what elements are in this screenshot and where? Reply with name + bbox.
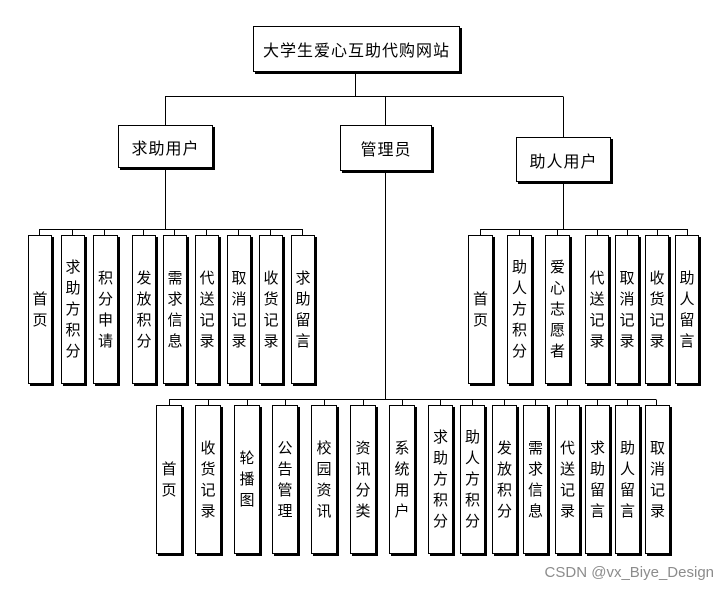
admin-role-node: 管理员 bbox=[340, 125, 432, 171]
helper-item-home: 首页 bbox=[468, 235, 493, 384]
admin-item-helper-messages: 助人留言 bbox=[615, 405, 640, 554]
seeker-item-issue-points: 发放积分 bbox=[132, 235, 156, 384]
helper-item-volunteer: 爱心志愿者 bbox=[545, 235, 570, 384]
admin-item-helper-points: 助人方积分 bbox=[460, 405, 485, 554]
root-node: 大学生爱心互助代购网站 bbox=[253, 26, 460, 72]
seeker-role-node: 求助用户 bbox=[118, 125, 213, 168]
helper-item-delivery-records: 代送记录 bbox=[585, 235, 609, 384]
admin-item-system-users: 系统用户 bbox=[389, 405, 415, 554]
watermark-text: CSDN @vx_Biye_Design bbox=[544, 564, 714, 581]
admin-item-cancel-records: 取消记录 bbox=[645, 405, 670, 554]
admin-item-campus-news: 校园资讯 bbox=[311, 405, 337, 554]
admin-item-news-categories: 资讯分类 bbox=[350, 405, 376, 554]
admin-item-receipt-records: 收货记录 bbox=[195, 405, 221, 554]
admin-item-delivery-records: 代送记录 bbox=[555, 405, 580, 554]
helper-item-helper-messages: 助人留言 bbox=[675, 235, 699, 384]
admin-item-seeker-points: 求助方积分 bbox=[428, 405, 453, 554]
helper-item-helper-points: 助人方积分 bbox=[507, 235, 532, 384]
seeker-item-home: 首页 bbox=[28, 235, 52, 384]
admin-item-announcements: 公告管理 bbox=[272, 405, 298, 554]
helper-item-cancel-records: 取消记录 bbox=[615, 235, 639, 384]
admin-item-issue-points: 发放积分 bbox=[492, 405, 517, 554]
helper-role-node: 助人用户 bbox=[516, 137, 611, 182]
seeker-item-seeker-messages: 求助留言 bbox=[291, 235, 315, 384]
seeker-item-demand-info: 需求信息 bbox=[163, 235, 187, 384]
admin-item-seeker-messages: 求助留言 bbox=[585, 405, 610, 554]
seeker-item-receipt-records: 收货记录 bbox=[259, 235, 283, 384]
helper-item-receipt-records: 收货记录 bbox=[645, 235, 669, 384]
seeker-item-delivery-records: 代送记录 bbox=[195, 235, 219, 384]
seeker-item-seeker-points: 求助方积分 bbox=[61, 235, 85, 384]
seeker-item-cancel-records: 取消记录 bbox=[227, 235, 251, 384]
seeker-item-points-application: 积分申请 bbox=[93, 235, 118, 384]
admin-item-home: 首页 bbox=[156, 405, 182, 554]
admin-item-carousel: 轮播图 bbox=[234, 405, 260, 554]
admin-item-demand-info: 需求信息 bbox=[523, 405, 548, 554]
